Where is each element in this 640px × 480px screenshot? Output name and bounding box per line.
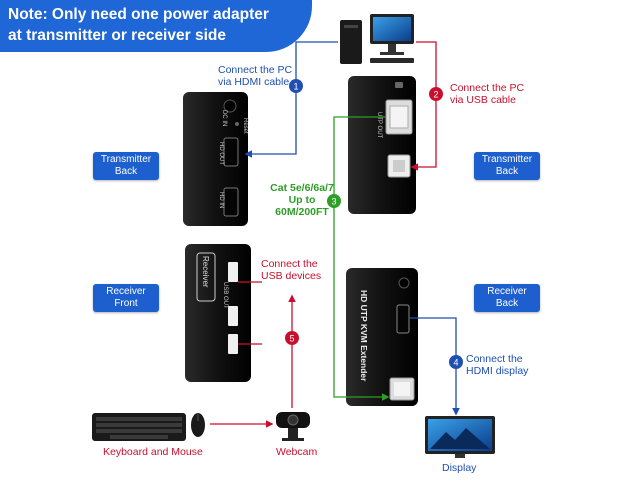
step-2-connection — [410, 41, 437, 171]
step-4-badge: 4 — [449, 355, 463, 369]
step-1-connection — [244, 41, 338, 158]
step-4-connection — [409, 317, 460, 416]
mouse-icon — [191, 413, 205, 437]
webcam-label: Webcam — [276, 446, 318, 458]
step-3-badge: 3 — [327, 194, 341, 208]
step-5-connection — [210, 281, 296, 428]
dc-in-label: DC IN — [221, 110, 227, 126]
note-banner: Note: Only need one power adapter at tra… — [0, 0, 312, 52]
step-3-connection — [333, 116, 390, 401]
receiver-back-title: HD UTP KVM Extender — [359, 290, 369, 382]
transmitter-back-right-box — [348, 76, 416, 214]
hd-out-label: HD OUT — [218, 142, 224, 165]
receiver-front-title: Receiver — [201, 256, 210, 288]
webcam-icon — [276, 412, 310, 441]
step-2-badge: 2 — [429, 87, 443, 101]
svg-text:5: 5 — [289, 334, 294, 344]
utp-out-label: UTP OUT — [376, 112, 382, 139]
receiver-front-box — [185, 244, 251, 382]
usb-out-label: USB OUT — [222, 282, 228, 309]
step-5-badge: 5 — [285, 331, 299, 345]
note-line-1: Note: Only need one power adapter — [8, 6, 269, 23]
reset-label: Reset — [242, 118, 248, 134]
display-icon — [425, 416, 495, 458]
display-label: Display — [442, 462, 477, 474]
note-line-2: at transmitter or receiver side — [8, 27, 226, 44]
svg-text:2: 2 — [433, 90, 438, 100]
receiver-back-box — [346, 268, 418, 406]
svg-text:3: 3 — [331, 197, 336, 207]
svg-text:4: 4 — [453, 358, 458, 368]
svg-text:1: 1 — [293, 82, 298, 92]
hd-in-label: HD IN — [218, 192, 224, 208]
keyboard-mouse-label: Keyboard and Mouse — [103, 446, 203, 458]
step-1-badge: 1 — [289, 79, 303, 93]
keyboard-icon — [92, 413, 186, 441]
transmitter-back-left-box — [183, 92, 248, 226]
pc-icon — [340, 14, 414, 64]
